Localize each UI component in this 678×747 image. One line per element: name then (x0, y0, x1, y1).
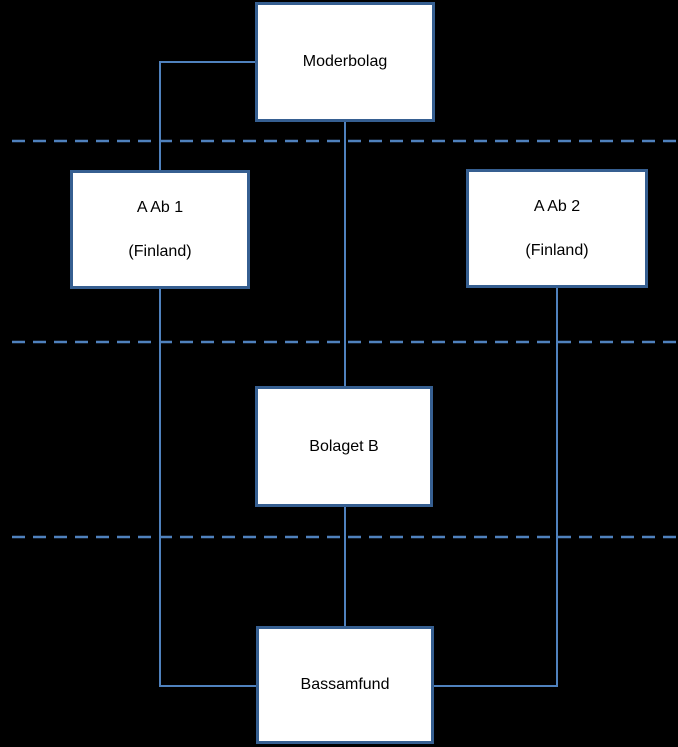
node-bassamfund-label: Bassamfund (301, 652, 390, 718)
node-a-ab-2-text-line2: (Finland) (525, 241, 589, 259)
node-moderbolag-label: Moderbolag (303, 29, 388, 95)
connector-moderbolag-aab1-bassamfund (159, 61, 256, 687)
node-bassamfund[interactable]: Bassamfund (256, 626, 434, 744)
node-a-ab-1-label: A Ab 1 (Finland) (128, 175, 191, 285)
node-moderbolag-text: Moderbolag (302, 53, 388, 70)
node-moderbolag[interactable]: Moderbolag (255, 2, 435, 122)
node-bolaget-b[interactable]: Bolaget B (255, 386, 433, 507)
node-a-ab-2[interactable]: A Ab 2 (Finland) (466, 169, 648, 288)
node-bassamfund-text: Bassamfund (300, 676, 390, 693)
connector-aab2-bassamfund (434, 288, 558, 687)
node-bolaget-b-text: Bolaget B (309, 437, 379, 455)
node-a-ab-2-label: A Ab 2 (Finland) (525, 174, 588, 284)
node-bolaget-b-label: Bolaget B (309, 414, 378, 480)
node-a-ab-1-text-line2: (Finland) (128, 242, 192, 260)
node-a-ab-1[interactable]: A Ab 1 (Finland) (70, 170, 250, 289)
node-a-ab-2-text-line1: A Ab 2 (533, 197, 581, 215)
node-a-ab-1-text-line1: A Ab 1 (136, 198, 184, 216)
